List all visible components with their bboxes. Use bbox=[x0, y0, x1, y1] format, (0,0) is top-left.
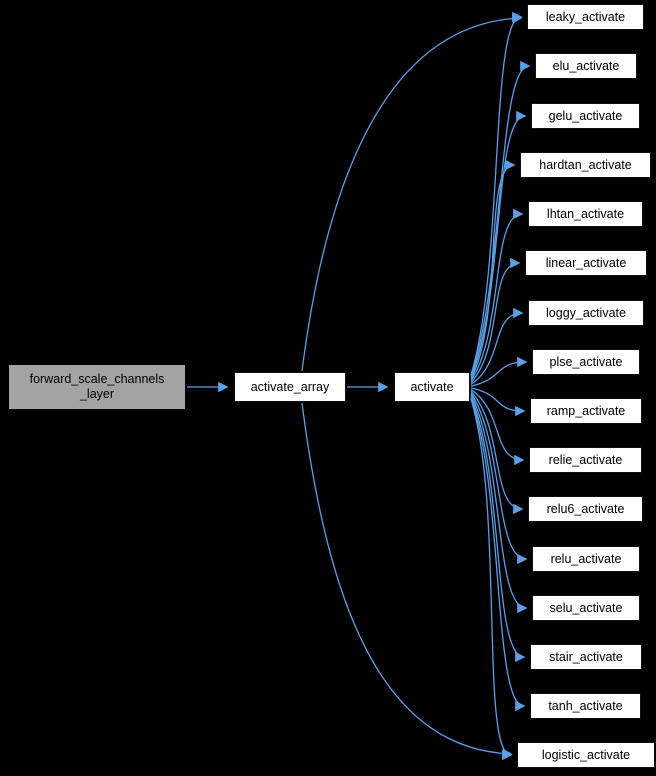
graph-node-plse_activate[interactable]: plse_activate bbox=[532, 349, 640, 375]
graph-node-tanh_activate[interactable]: tanh_activate bbox=[530, 693, 641, 719]
graph-node-gelu_activate[interactable]: gelu_activate bbox=[531, 103, 640, 129]
call-edge-activate-to-tanh_activate bbox=[470, 397, 526, 712]
node-label: elu_activate bbox=[552, 58, 620, 73]
graph-node-leaky_activate[interactable]: leaky_activate bbox=[527, 4, 644, 30]
graph-node-lhtan_activate[interactable]: lhtan_activate bbox=[528, 201, 643, 227]
call-edge-activate-to-ramp_activate bbox=[470, 387, 526, 417]
graph-node-logistic_activate[interactable]: logistic_activate bbox=[517, 742, 655, 768]
call-edge-activate-to-gelu_activate bbox=[470, 110, 527, 378]
call-edge-activate-to-selu_activate bbox=[470, 394, 528, 614]
call-edge-activate_array-to-logistic_activate bbox=[301, 402, 513, 759]
graph-node-linear_activate[interactable]: linear_activate bbox=[525, 250, 647, 276]
call-edge-activate-to-linear_activate bbox=[470, 257, 521, 384]
node-label: ramp_activate bbox=[546, 403, 626, 418]
call-edge-activate-to-relu6_activate bbox=[470, 390, 524, 515]
node-label: linear_activate bbox=[545, 255, 627, 270]
node-label: relie_activate bbox=[548, 452, 623, 467]
node-label: relu_activate bbox=[550, 551, 622, 566]
graph-node-elu_activate[interactable]: elu_activate bbox=[535, 53, 637, 79]
graph-node-activate[interactable]: activate bbox=[394, 372, 470, 402]
graph-node-stair_activate[interactable]: stair_activate bbox=[530, 644, 642, 670]
node-label: logistic_activate bbox=[541, 747, 631, 762]
node-label: _layer bbox=[79, 387, 115, 401]
call-edge-activate-to-lhtan_activate bbox=[470, 208, 524, 382]
graph-node-hardtan_activate[interactable]: hardtan_activate bbox=[520, 152, 651, 178]
graph-node-relu6_activate[interactable]: relu6_activate bbox=[528, 496, 643, 522]
call-edge-activate-to-logistic_activate bbox=[470, 398, 513, 761]
call-edge-activate-to-relie_activate bbox=[470, 389, 525, 466]
graph-node-ramp_activate[interactable]: ramp_activate bbox=[530, 398, 642, 424]
node-label: loggy_activate bbox=[546, 305, 626, 320]
call-edge-activate-to-loggy_activate bbox=[470, 307, 524, 385]
call-edge-activate_array-to-leaky_activate bbox=[301, 13, 523, 372]
call-edge-activate-to-stair_activate bbox=[470, 396, 526, 663]
graph-node-relie_activate[interactable]: relie_activate bbox=[529, 447, 642, 473]
graph-node-activate_array[interactable]: activate_array bbox=[234, 372, 346, 402]
node-label: plse_activate bbox=[549, 354, 623, 369]
graph-node-selu_activate[interactable]: selu_activate bbox=[532, 595, 640, 621]
node-label: forward_scale_channels bbox=[29, 372, 165, 387]
call-edge-activate-to-elu_activate bbox=[470, 60, 531, 376]
node-label: activate_array bbox=[250, 379, 330, 394]
call-edge-activate-to-plse_activate bbox=[470, 356, 528, 387]
node-label: selu_activate bbox=[549, 600, 623, 615]
node-label: stair_activate bbox=[549, 649, 623, 664]
node-label: leaky_activate bbox=[545, 9, 626, 24]
node-label: hardtan_activate bbox=[539, 157, 632, 172]
node-label: activate bbox=[410, 379, 454, 394]
graph-node-relu_activate[interactable]: relu_activate bbox=[532, 546, 640, 572]
node-label: relu6_activate bbox=[546, 501, 625, 516]
call-edge-activate-to-leaky_activate bbox=[470, 11, 523, 376]
node-label: gelu_activate bbox=[548, 108, 623, 123]
call-edge-activate-to-hardtan_activate bbox=[470, 159, 516, 380]
node-label: lhtan_activate bbox=[546, 206, 625, 221]
graph-node-loggy_activate[interactable]: loggy_activate bbox=[528, 300, 644, 326]
call-edge-activate-to-relu_activate bbox=[470, 392, 528, 565]
node-label: tanh_activate bbox=[548, 698, 623, 713]
graph-node-forward_scale_channels_layer: forward_scale_channels_layer bbox=[8, 364, 186, 410]
